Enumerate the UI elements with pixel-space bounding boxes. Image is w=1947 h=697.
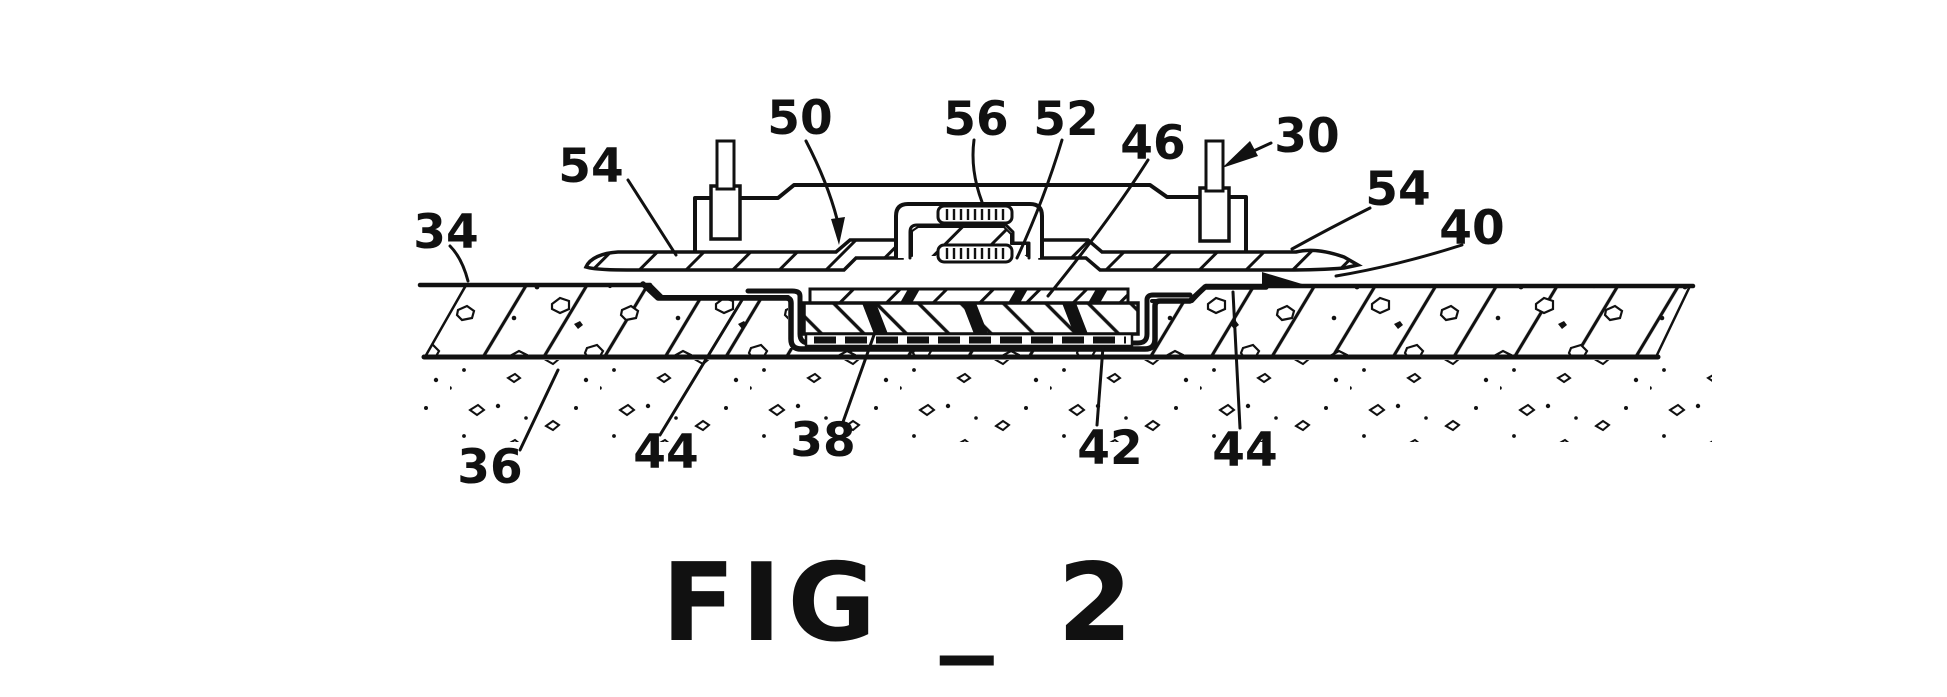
ref-label-44-right: 44 [1212, 423, 1277, 478]
cover-housing-50 [693, 183, 1248, 253]
ref-label-50: 50 [767, 91, 832, 146]
ref-label-44-left: 44 [633, 425, 698, 480]
leader-lines [448, 138, 1464, 452]
ref-label-52: 52 [1033, 92, 1098, 147]
anchor-bolt-right [1198, 139, 1231, 243]
ref-label-36: 36 [457, 440, 522, 495]
ref-label-46: 46 [1120, 116, 1185, 171]
figure-caption: FIG _ 2 [662, 541, 1139, 666]
ribbed-connector-52 [936, 243, 1014, 264]
sensor-core-housing [894, 202, 1044, 264]
reference-numerals: 34 54 50 56 52 46 30 54 40 36 44 38 42 4… [413, 91, 1504, 495]
base-layer [424, 360, 1712, 442]
ref-label-54-left: 54 [558, 139, 623, 194]
arrowhead-50 [831, 217, 845, 245]
ref-label-34: 34 [413, 205, 478, 260]
arrowhead-30 [1222, 141, 1258, 168]
anchor-bolt-left [709, 139, 742, 241]
sealant-wedge-40 [1262, 272, 1312, 287]
membrane-44 [640, 281, 1269, 352]
ribbed-connector-56 [936, 204, 1014, 225]
ref-label-40: 40 [1439, 201, 1504, 256]
sensor-bar-assembly [802, 287, 1140, 348]
ref-label-54-right: 54 [1365, 162, 1430, 217]
ref-label-42: 42 [1077, 421, 1142, 476]
ref-label-38: 38 [790, 413, 855, 468]
ref-label-56: 56 [943, 92, 1008, 147]
ref-label-30: 30 [1274, 109, 1339, 164]
